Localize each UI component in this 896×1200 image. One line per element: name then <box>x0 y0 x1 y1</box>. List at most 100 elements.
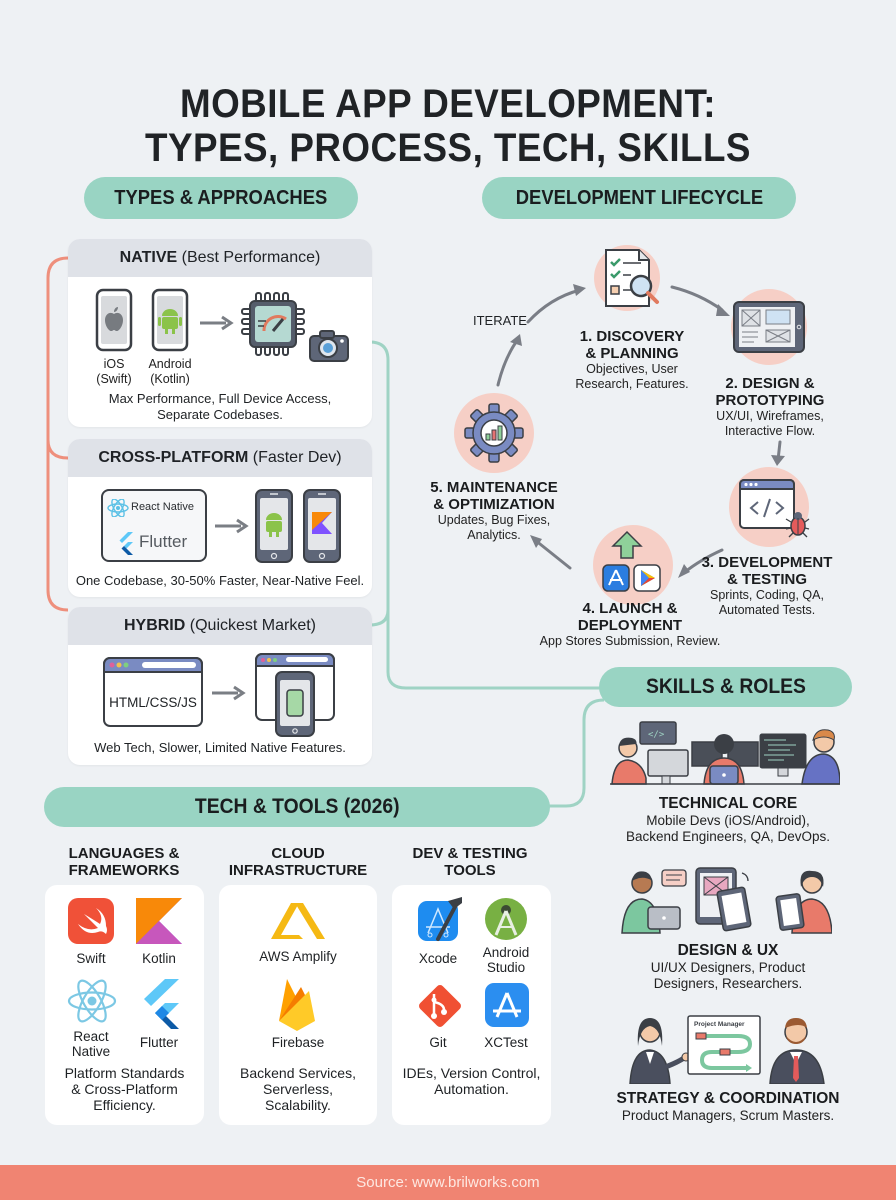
framework-box: React Native Flutter <box>101 489 207 562</box>
kotlin-icon <box>136 898 182 944</box>
tech-col-2-head-line1: CLOUD <box>271 845 325 862</box>
role-2-desc-line2: Designers, Researchers. <box>653 976 803 991</box>
types-heading: TYPES & APPROACHES <box>114 187 328 209</box>
swift-label: Swift <box>76 951 106 966</box>
tech-col-2-desc-line1: Backend Services, <box>240 1065 356 1081</box>
tech-heading-pill: TECH & TOOLS (2026) <box>44 787 550 827</box>
ios-label-line2: (Swift) <box>96 372 132 386</box>
react-native-label: React Native <box>131 501 194 513</box>
lifecycle-heading: DEVELOPMENT LIFECYCLE <box>515 187 763 209</box>
role-2-desc-line1: UI/UX Designers, Product <box>650 960 806 975</box>
step-4-title-line1: 4. LAUNCH & <box>582 600 678 617</box>
react-native-icon <box>67 979 117 1023</box>
role-1-desc-line2: Backend Engineers, QA, DevOps. <box>625 829 831 844</box>
webview-phone-icon <box>255 653 335 737</box>
role-3-desc-line1: Product Managers, Scrum Masters. <box>621 1108 835 1123</box>
tech-col-1-desc-line1: Platform Standards <box>64 1065 185 1081</box>
firebase-icon <box>279 979 315 1031</box>
tech-col-1-head-line1: LANGUAGES & <box>68 845 180 862</box>
step-2-desc-line2: Interactive Flow. <box>724 424 816 438</box>
aws-amplify-label: AWS Amplify <box>259 949 337 964</box>
processor-chip-icon <box>241 292 305 356</box>
hybrid-name: HYBRID <box>123 617 186 634</box>
launch-app-stores-icon <box>602 530 661 592</box>
ios-label-line1: iOS <box>103 357 125 371</box>
skills-heading: SKILLS & ROLES <box>645 675 806 698</box>
tech-col-3-head-line1: DEV & TESTING <box>412 845 528 862</box>
swift-icon <box>68 898 114 944</box>
react-native-label: React Native <box>71 1029 111 1059</box>
xctest-label: XCTest <box>484 1035 528 1050</box>
developers-illustration: </> <box>610 721 840 785</box>
android-phone-icon <box>255 489 293 563</box>
tech-col-3-desc-line1: IDEs, Version Control, <box>402 1065 541 1081</box>
svg-text:</>: </> <box>648 730 665 740</box>
arrow-right-icon <box>215 518 249 534</box>
flutter-label: Flutter <box>139 532 188 551</box>
designers-illustration <box>621 867 832 934</box>
step-5-title-line2: & OPTIMIZATION <box>433 496 555 513</box>
title-line-2: TYPES, PROCESS, TECH, SKILLS <box>145 126 751 170</box>
project-manager-board-label: Project Manager <box>694 1021 745 1028</box>
cross-platform-card: CROSS-PLATFORM (Faster Dev) React Native… <box>68 439 372 597</box>
tech-col-3-head-line2: TOOLS <box>444 862 496 879</box>
arrow-right-icon <box>212 685 246 701</box>
step-5-title-line1: 5. MAINTENANCE <box>430 479 558 496</box>
xcode-label: Xcode <box>418 951 458 966</box>
cross-platform-card-header: CROSS-PLATFORM (Faster Dev) <box>68 439 372 477</box>
android-label-line1: Android <box>148 357 192 371</box>
native-card-header: NATIVE (Best Performance) <box>68 239 372 277</box>
iterate-label: ITERATE <box>473 313 527 328</box>
android-phone-icon <box>151 288 189 352</box>
title-line-1: MOBILE APP DEVELOPMENT: <box>179 82 717 126</box>
tech-col-2-header: CLOUD INFRASTRUCTURE <box>214 845 382 879</box>
browser-window-icon <box>103 657 203 727</box>
step-1-title-line1: 1. DISCOVERY <box>579 328 685 345</box>
role-technical-core: TECHNICAL CORE Mobile Devs (iOS/Android)… <box>590 795 866 845</box>
cross-tag: (Faster Dev) <box>252 449 342 466</box>
managers-illustration: Project Manager <box>629 1015 825 1084</box>
step-3-title-line2: & TESTING <box>726 571 807 588</box>
aws-amplify-icon <box>271 903 325 939</box>
maintenance-gear-icon <box>464 403 524 463</box>
step-2-title-line2: PROTOTYPING <box>715 392 825 409</box>
android-studio-icon <box>485 898 527 940</box>
skills-heading-pill: SKILLS & ROLES <box>599 667 852 707</box>
android-studio-label: Android Studio <box>468 945 544 975</box>
types-heading-pill: TYPES & APPROACHES <box>84 177 358 219</box>
source-link[interactable]: Source: www.brilworks.com <box>356 1174 540 1191</box>
step-2-desc-line1: UX/UI, Wireframes, <box>716 409 824 423</box>
step-1-desc-line2: Research, Features. <box>575 377 689 391</box>
role-design-ux: DESIGN & UX UI/UX Designers, Product Des… <box>590 942 866 992</box>
tech-heading: TECH & TOOLS (2026) <box>194 795 400 818</box>
native-tag: (Best Performance) <box>181 249 321 266</box>
dev-testing-tools-card: Xcode Android Studio Git XCTest IDEs, Ve… <box>392 885 551 1125</box>
step-1-text: 1. DISCOVERY & PLANNING Objectives, User… <box>570 328 694 392</box>
flutter-icon <box>144 979 179 1029</box>
native-description: Max Performance, Full Device Access, Sep… <box>68 391 372 423</box>
role-strategy: STRATEGY & COORDINATION Product Managers… <box>580 1090 876 1124</box>
step-5-text: 5. MAINTENANCE & OPTIMIZATION Updates, B… <box>422 479 566 543</box>
role-1-desc-line1: Mobile Devs (iOS/Android), <box>646 813 810 828</box>
native-name: NATIVE <box>119 249 178 266</box>
android-studio-text: Android Studio <box>482 945 530 975</box>
role-3-title: STRATEGY & COORDINATION <box>616 1090 840 1107</box>
step-3-text: 3. DEVELOPMENT & TESTING Sprints, Coding… <box>694 554 840 618</box>
tech-col-2-desc-line3: Scalability. <box>265 1097 331 1113</box>
design-tablet-icon <box>733 301 805 353</box>
step-3-desc-line1: Sprints, Coding, QA, <box>710 588 824 602</box>
cloud-description: Backend Services, Serverless, Scalabilit… <box>219 1065 377 1113</box>
tech-col-1-head-line2: FRAMEWORKS <box>68 862 180 879</box>
firebase-label: Firebase <box>271 1035 325 1050</box>
flutter-label: Flutter <box>139 1035 179 1050</box>
cross-platform-description: One Codebase, 30-50% Faster, Near-Native… <box>75 573 365 588</box>
step-1-desc-line1: Objectives, User <box>586 362 678 376</box>
discovery-checklist-icon <box>605 249 659 307</box>
cross-name: CROSS-PLATFORM <box>98 449 249 466</box>
kotlin-label: Kotlin <box>142 951 176 966</box>
step-5-desc-line1: Updates, Bug Fixes, <box>437 513 551 527</box>
step-3-title-line1: 3. DEVELOPMENT <box>701 554 833 571</box>
step-4-title-line2: DEPLOYMENT <box>577 617 683 634</box>
html-css-js-label: HTML/CSS/JS <box>109 695 197 710</box>
xctest-icon <box>485 983 529 1027</box>
